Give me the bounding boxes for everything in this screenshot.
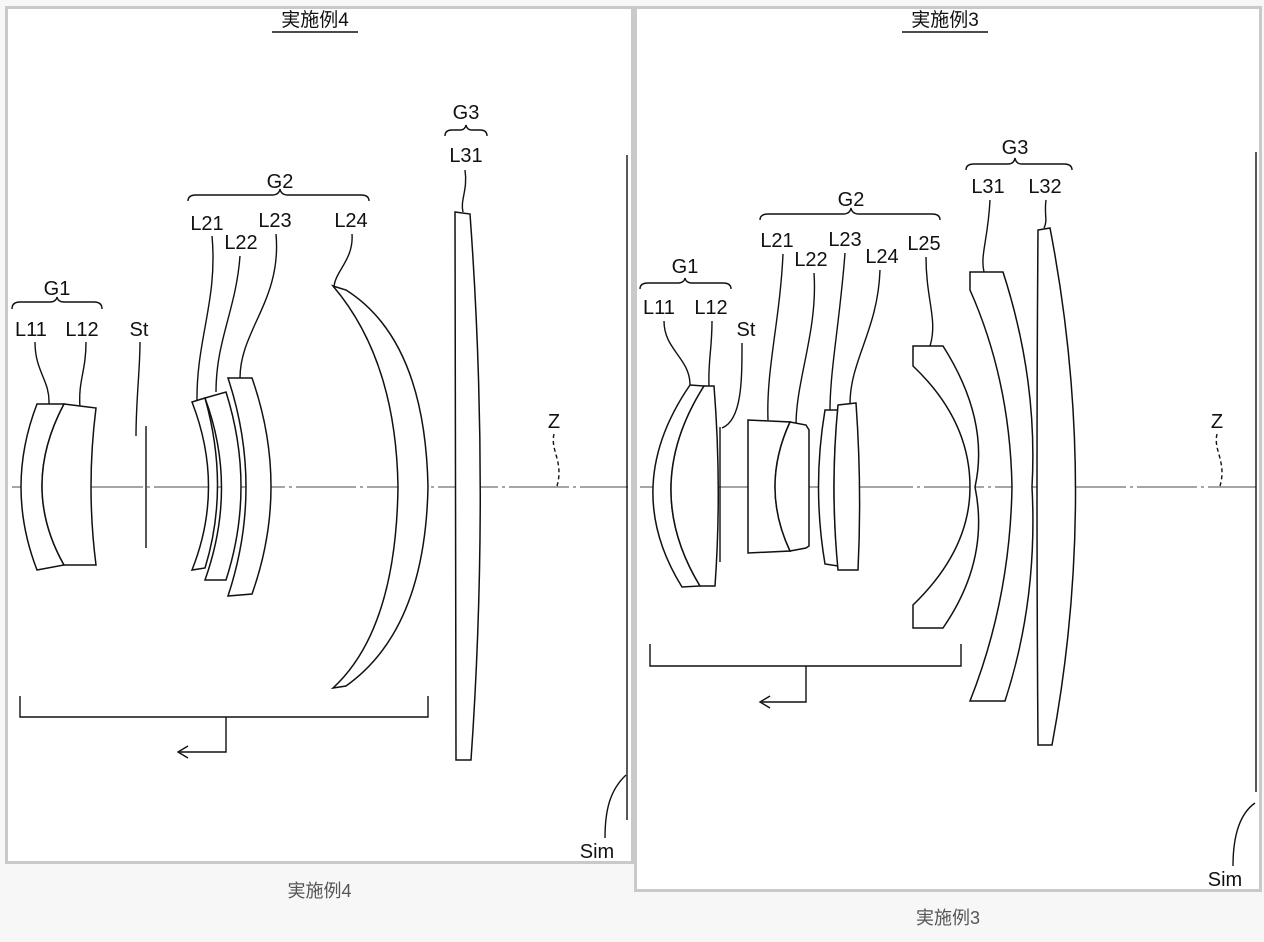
l24-leader [333,233,353,289]
caption-example-3: 実施例3 [915,908,980,928]
l21-label: L21 [190,213,223,235]
l32-leader [1043,199,1047,229]
arrow-head-icon [176,745,189,759]
caption-example-4: 実施例4 [287,881,352,901]
lens-l24 [833,402,861,571]
g2-movement-bracket [649,644,962,667]
l21-label: L21 [760,230,793,252]
lens-l24 [330,284,429,690]
g3-brace [444,124,488,137]
axis-leader [1215,433,1223,487]
image-plane-leader [604,774,627,839]
g3-label: G3 [1002,137,1029,159]
image-plane-leader [1232,802,1256,867]
g1-brace [639,277,732,290]
l24-leader [849,269,881,405]
l11-leader [663,320,691,386]
g1-label: G1 [672,256,699,278]
l23-label: L23 [258,210,291,232]
lens-l23 [226,377,272,597]
title-example-4: 実施例4 [281,9,349,31]
l32-label: L32 [1028,176,1061,198]
l11-label: L11 [643,297,675,319]
g1-brace [11,296,103,310]
g2-movement-arrow [180,717,227,753]
g2-brace [187,188,370,202]
g2-movement-arrow [762,666,807,703]
axis-label: Z [548,411,560,433]
l31-label: L31 [449,145,482,167]
lens-l31 [454,211,481,761]
l22-label: L22 [794,249,827,271]
l11-label: L11 [15,319,47,341]
example-3-diagram: 実施例3 G1 L11 L12 St G2 L21 L22 L23 L24 L2… [639,9,1257,891]
l12-label: L12 [65,319,98,341]
axis-label: Z [1211,411,1223,433]
axis-leader [552,433,560,487]
lens-l32 [1036,227,1077,746]
l11-leader [34,341,50,405]
g2-brace [759,207,941,221]
stop-leader [135,341,141,437]
l22-leader [795,272,816,426]
lens-l22 [774,421,810,552]
l25-label: L25 [907,233,940,255]
l24-label: L24 [865,246,898,268]
l21-leader [767,253,784,421]
g3-brace [965,157,1073,171]
lens-l25 [912,345,980,629]
l12-leader [708,320,713,387]
diagram-panel-example-4 [5,6,634,864]
l22-leader [215,255,241,393]
stop-leader [721,342,743,429]
l12-leader [78,341,87,409]
g2-label: G2 [267,171,294,193]
stop-label: St [737,319,756,341]
l23-leader [239,233,278,379]
lens-l12 [41,403,97,566]
lens-l12 [670,385,720,587]
g1-label: G1 [44,278,71,300]
g2-label: G2 [838,189,865,211]
lens-l22 [203,391,242,581]
l23-label: L23 [828,229,861,251]
stop-label: St [130,319,149,341]
g2-movement-bracket [19,696,429,718]
l31-leader [461,169,467,213]
g3-label: G3 [453,102,480,124]
l12-label: L12 [694,297,727,319]
l21-leader [196,235,214,403]
example-4-diagram: 実施例4 G1 L11 L12 St G2 L21 L22 L23 L24 [11,9,628,863]
l25-leader [925,256,934,347]
l24-label: L24 [334,210,367,232]
lens-l31 [968,271,1034,702]
title-example-3: 実施例3 [911,9,979,31]
diagram-panel-example-3 [634,6,1262,892]
arrow-head-icon [758,695,771,709]
l23-leader [829,252,846,411]
image-plane-label: Sim [1208,869,1242,891]
l31-label: L31 [971,176,1004,198]
l31-leader [982,199,991,273]
image-plane-label: Sim [580,841,614,863]
l22-label: L22 [224,232,257,254]
lens-l21 [190,397,219,571]
